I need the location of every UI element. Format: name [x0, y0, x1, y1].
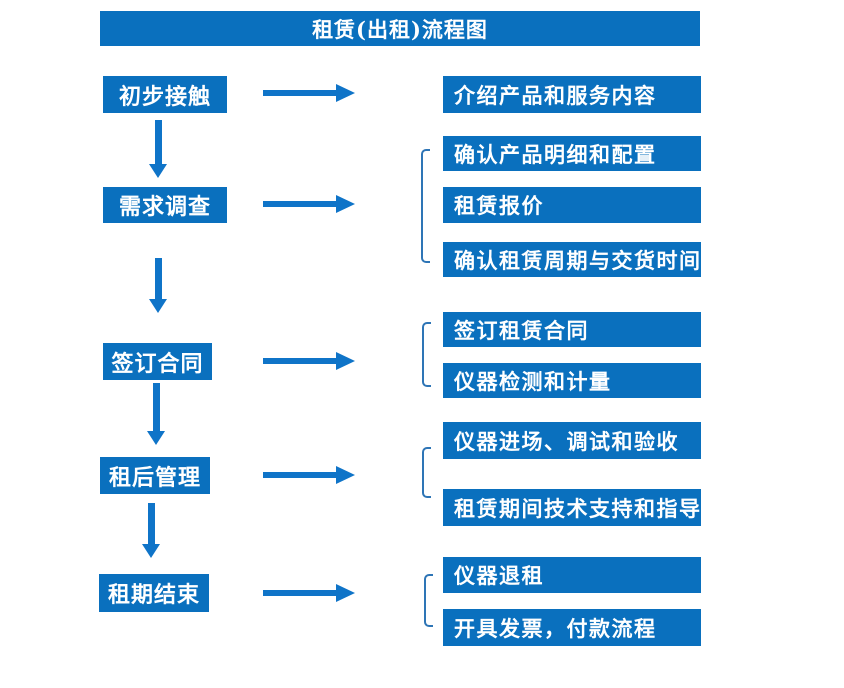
arrow-right-icon [263, 466, 355, 484]
group-bracket-icon [422, 447, 431, 498]
group-bracket-icon [424, 574, 433, 627]
detail-box-invoice-payment: 开具发票，付款流程 [443, 609, 701, 646]
flowchart-title: 租赁(出租)流程图 [100, 11, 700, 46]
detail-box-sign-rental-contract: 签订租赁合同 [443, 312, 701, 347]
step-box-post-rental-management: 租后管理 [100, 457, 210, 494]
arrow-down-icon [147, 383, 165, 445]
arrow-right-icon [263, 352, 355, 370]
arrow-right-icon [263, 84, 355, 102]
arrow-down-icon [149, 120, 167, 178]
step-box-initial-contact: 初步接触 [103, 76, 227, 113]
step-box-demand-survey: 需求调查 [103, 187, 227, 223]
step-box-sign-contract: 签订合同 [103, 343, 212, 380]
detail-box-confirm-rental-period: 确认租赁周期与交货时间 [443, 242, 701, 277]
arrow-down-icon [142, 503, 160, 558]
group-bracket-icon [421, 149, 430, 263]
group-bracket-icon [422, 322, 431, 387]
detail-box-confirm-product-details: 确认产品明细和配置 [443, 136, 701, 171]
detail-box-instrument-testing: 仪器检测和计量 [443, 363, 701, 398]
detail-box-instrument-setup-acceptance: 仪器进场、调试和验收 [443, 422, 701, 459]
detail-box-instrument-return: 仪器退租 [443, 557, 701, 593]
step-box-rental-end: 租期结束 [99, 574, 209, 612]
detail-box-rental-quote: 租赁报价 [443, 187, 701, 223]
arrow-right-icon [263, 195, 355, 213]
arrow-right-icon [263, 584, 355, 602]
detail-box-introduce-products: 介绍产品和服务内容 [443, 76, 701, 113]
detail-box-technical-support: 租赁期间技术支持和指导 [443, 489, 701, 526]
arrow-down-icon [149, 258, 167, 313]
